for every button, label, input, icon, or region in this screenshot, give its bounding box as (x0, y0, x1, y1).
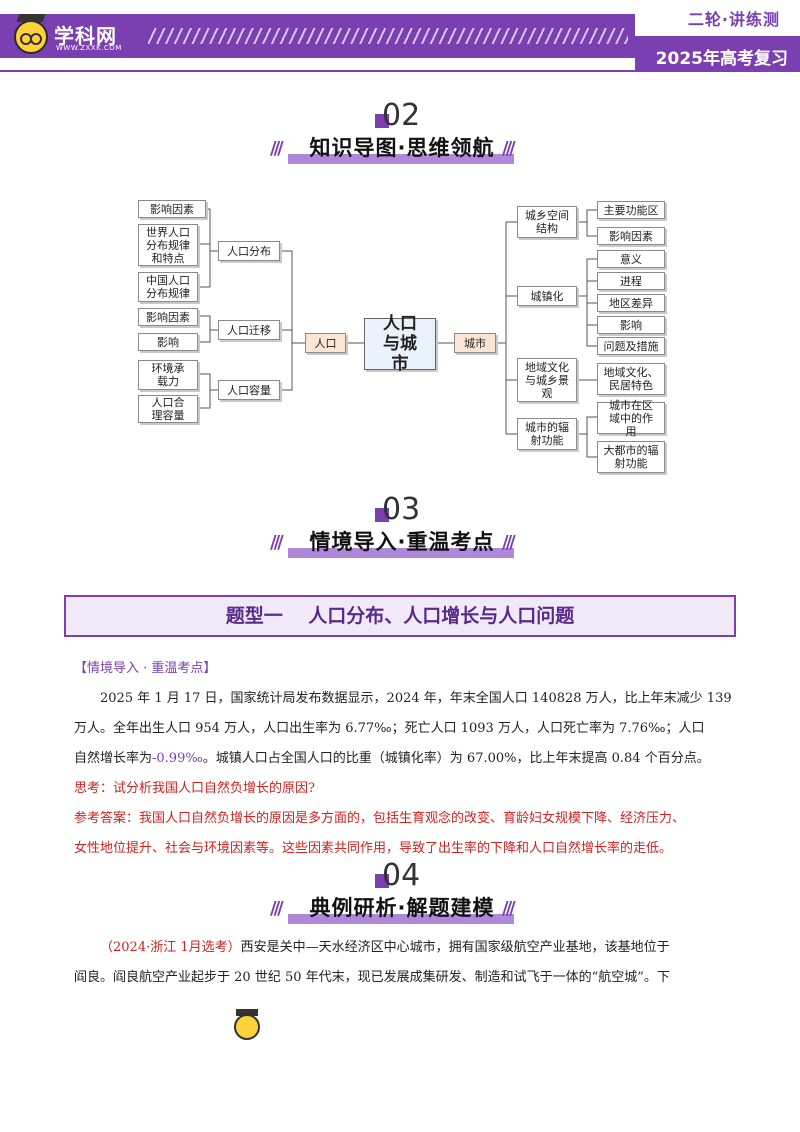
example-line: （2024·浙江 1月选考）西安是关中—天水经济区中心城市，拥有国家级航空产业基… (74, 933, 742, 963)
slash-decoration-right: /// (502, 898, 516, 919)
slash-decoration-right: /// (502, 532, 516, 553)
mindmap-hub-right: 城市 (454, 333, 496, 353)
mindmap-node: 进程 (597, 272, 665, 290)
mindmap-node: 城市在区域中的作用 (597, 399, 665, 438)
mindmap-branch: 城市的辐射功能 (517, 418, 577, 450)
context-paragraph-line: 万人。全年出生人口 954 万人，人口出生率为 6.77‰；死亡人口 1093 … (74, 721, 705, 736)
section-number: 02 (382, 98, 421, 133)
section-band (288, 914, 514, 924)
mindmap-node: 问题及措施 (597, 337, 665, 355)
section-heading-02: 02 /// /// 知识导图·思维领航 (270, 98, 530, 168)
header-tag-top-box: 二轮·讲练测 (635, 0, 800, 39)
header-tag-bottom: 2025年高考复习 (655, 49, 788, 69)
question-type-banner: 题型一 人口分布、人口增长与人口问题 (64, 595, 736, 637)
example-line: 阎良。阎良航空产业起步于 20 世纪 50 年代末，现已发展成集研发、制造和试飞… (74, 970, 670, 985)
section-square-icon (375, 508, 389, 522)
mindmap-node: 大都市的辐射功能 (597, 441, 665, 473)
header-tag-top: 二轮·讲练测 (687, 10, 780, 29)
mindmap-node: 环境承载力 (138, 360, 198, 390)
example-block: （2024·浙江 1月选考）西安是关中—天水经济区中心城市，拥有国家级航空产业基… (74, 933, 742, 993)
section-band (288, 154, 514, 164)
context-label: 【情境导入 · 重温考点】 (74, 661, 217, 676)
mindmap-branch: 城乡空间结构 (517, 206, 577, 238)
mindmap-node: 影响因素 (597, 227, 665, 245)
logo-text: 学科网 (54, 24, 117, 48)
section-heading-04: 04 /// /// 典例研析·解题建模 (270, 858, 530, 928)
example-source: （2024·浙江 1月选考） (100, 940, 241, 955)
reference-answer-line: 女性地位提升、社会与环境因素等。这些因素共同作用，导致了出生率的下降和人口自然增… (74, 841, 673, 856)
context-paragraph-line: 自然增长率为-0.99‰。城镇人口占全国人口的比重（城镇化率）为 67.00%，… (74, 744, 742, 774)
logo-url: WWW.ZXXK.COM (56, 44, 122, 52)
context-paragraph-line: 2025 年 1 月 17 日，国家统计局发布数据显示，2024 年，年末全国人… (100, 691, 732, 706)
mindmap-node: 影响因素 (138, 200, 206, 218)
mindmap-node: 世界人口分布规律和特点 (138, 224, 198, 266)
mindmap-node: 中国人口分布规律 (138, 272, 198, 302)
section-band (288, 548, 514, 558)
section-square-icon (375, 114, 389, 128)
context-block: 【情境导入 · 重温考点】 2025 年 1 月 17 日，国家统计局发布数据显… (74, 658, 742, 864)
graduation-cap-icon (236, 1009, 258, 1016)
think-question: 思考：试分析我国人口自然负增长的原因? (74, 781, 315, 796)
text-segment: 自然增长率为 (74, 751, 153, 766)
slash-decoration-right: /// (502, 138, 516, 159)
mindmap-hub-left: 人口 (305, 333, 346, 353)
reference-answer-line: 参考答案：我国人口自然负增长的原因是多方面的，包括生育观念的改变、育龄妇女规模下… (74, 811, 686, 826)
mindmap-branch: 人口分布 (218, 241, 280, 261)
section-title: 典例研析·解题建模 (309, 896, 495, 920)
site-logo[interactable]: 学科网 WWW.ZXXK.COM (14, 14, 144, 56)
mindmap-branch: 人口迁移 (218, 320, 280, 340)
text-segment: 。城镇人口占全国人口的比重（城镇化率）为 67.00%，比上年末提高 0.84 … (202, 751, 710, 766)
mascot-logo-icon (14, 20, 48, 54)
mindmap-node: 意义 (597, 250, 665, 268)
mindmap-node: 影响因素 (138, 308, 198, 326)
graduation-cap-icon (16, 14, 46, 22)
mindmap-node: 影响 (597, 316, 665, 334)
section-square-icon (375, 874, 389, 888)
mindmap-node: 影响 (138, 333, 198, 351)
slash-decoration-left: /// (270, 898, 284, 919)
slash-decoration-left: /// (270, 532, 284, 553)
mindmap-branch: 地域文化与城乡景观 (517, 358, 577, 402)
section-title: 情境导入·重温考点 (309, 530, 495, 554)
mascot-icon (234, 1014, 260, 1040)
mindmap-node: 地域文化、民居特色 (597, 363, 665, 395)
section-number: 04 (382, 858, 421, 893)
section-number: 03 (382, 492, 421, 527)
header-divider (0, 70, 800, 72)
header-decoration (148, 28, 628, 44)
section-heading-03: 03 /// /// 情境导入·重温考点 (270, 492, 530, 562)
growth-rate-value: -0.99‰ (152, 751, 203, 766)
section-title: 知识导图·思维领航 (309, 136, 495, 160)
mindmap-center: 人口与城市 (364, 314, 436, 374)
mindmap-node: 主要功能区 (597, 201, 665, 219)
mindmap-branch: 城镇化 (517, 286, 577, 306)
mindmap-node: 人口合理容量 (138, 395, 198, 423)
mindmap-branch: 人口容量 (218, 380, 280, 400)
slash-decoration-left: /// (270, 138, 284, 159)
mindmap-node: 地区差异 (597, 294, 665, 312)
header-tag-bottom-box: 2025年高考复习 (635, 40, 800, 70)
text-segment: 西安是关中—天水经济区中心城市，拥有国家级航空产业基地，该基地位于 (240, 940, 670, 955)
